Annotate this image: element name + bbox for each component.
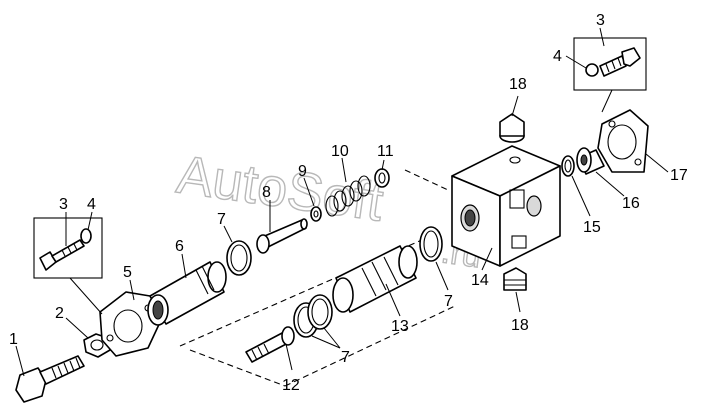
spool-part-13: [332, 245, 418, 313]
oring-part-7-c: [419, 226, 443, 262]
spring-part-10: [325, 175, 371, 217]
fitting-part-16: [576, 147, 605, 175]
inset-box-right: [573, 37, 647, 113]
callout-10: 10: [331, 143, 349, 160]
callout-16: 16: [622, 195, 640, 212]
flange-part-17: [597, 109, 649, 173]
bolt-part-1: [15, 355, 85, 403]
watermark-text: AutoSoft: [173, 144, 386, 232]
callout-2: 2: [55, 305, 64, 322]
callout-4-right: 4: [553, 48, 562, 65]
callout-6: 6: [175, 238, 184, 255]
plug-part-18-bottom: [503, 267, 527, 291]
callout-7-right: 7: [444, 293, 453, 310]
callout-14: 14: [471, 272, 489, 289]
leader-lines: [15, 27, 669, 377]
callout-4-left: 4: [87, 196, 96, 213]
callout-3-right: 3: [596, 12, 605, 29]
callout-5: 5: [123, 264, 132, 281]
callout-1: 1: [9, 331, 18, 348]
callout-15: 15: [583, 219, 601, 236]
callout-17: 17: [670, 167, 688, 184]
callout-18-bottom: 18: [511, 317, 529, 334]
sleeve-part-6: [147, 261, 227, 326]
callout-7-upper: 7: [217, 211, 226, 228]
callout-9: 9: [298, 163, 307, 180]
assembly-axis-lines: [179, 169, 456, 387]
oring-part-7-b: [293, 294, 333, 338]
oring-part-7-a: [226, 240, 252, 276]
callout-3-left: 3: [59, 196, 68, 213]
pin-part-8: [256, 218, 308, 254]
ring-part-11: [374, 168, 390, 188]
callout-labels: 1 2 3 4 5 6 7 8 9 10 11 12 7 13 7 14 18 …: [9, 12, 688, 394]
seal-ring-part-15: [561, 155, 575, 177]
callout-8: 8: [262, 184, 271, 201]
plug-part-18-top: [499, 113, 525, 143]
callout-13: 13: [391, 318, 409, 335]
callout-12: 12: [282, 377, 300, 394]
threaded-pin-part-12: [245, 326, 295, 363]
callout-11: 11: [377, 143, 394, 160]
washer-part-9: [310, 206, 322, 222]
callout-7-lower: 7: [341, 349, 350, 366]
inset-box-left: [33, 217, 103, 315]
callout-18-top: 18: [509, 76, 527, 93]
valve-body-part-14: [451, 145, 561, 267]
